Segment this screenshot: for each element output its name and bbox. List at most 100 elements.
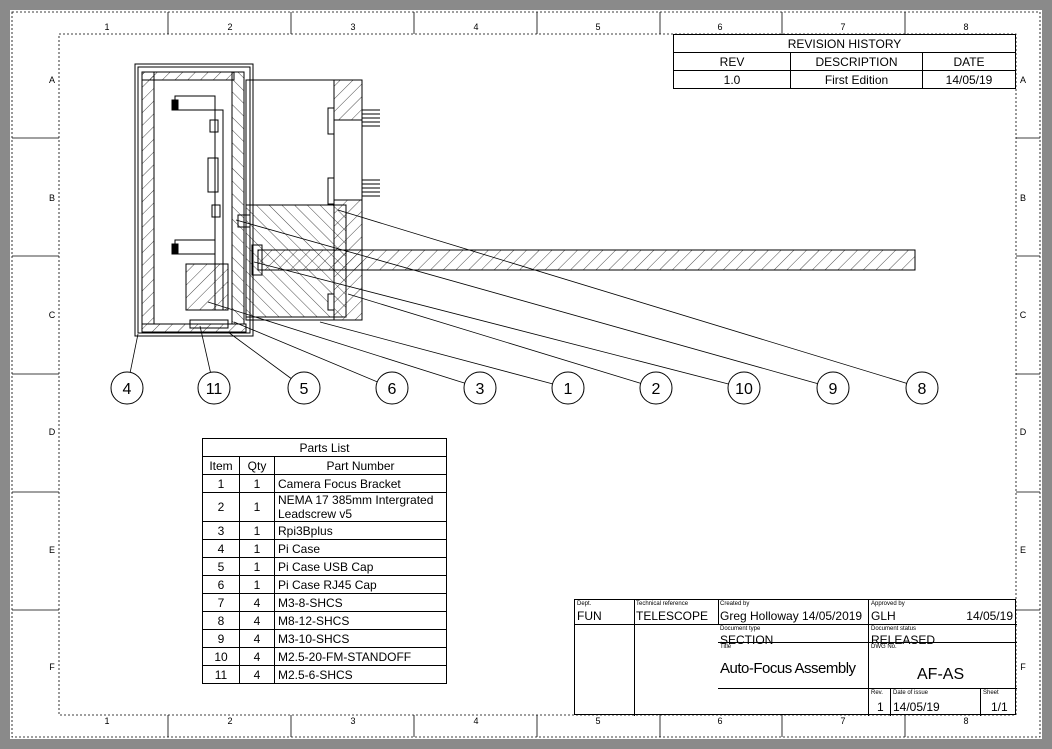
zone-column-label: 8 bbox=[963, 22, 968, 32]
qty-cell: 1 bbox=[239, 474, 275, 493]
balloon: 4 bbox=[110, 371, 144, 405]
zone-column-label: 6 bbox=[717, 22, 722, 32]
balloon-circle bbox=[905, 371, 939, 405]
approved-date: 14/05/19 bbox=[966, 609, 1013, 623]
usb-cap bbox=[185, 263, 229, 311]
balloon: 5 bbox=[287, 371, 321, 405]
balloon-circle bbox=[463, 371, 497, 405]
part-number-cell: Pi Case RJ45 Cap bbox=[274, 575, 447, 594]
thread-2 bbox=[362, 179, 380, 197]
item-cell: 7 bbox=[202, 593, 240, 612]
dwg-label: DWG No. bbox=[871, 644, 897, 650]
balloon-number: 5 bbox=[300, 381, 309, 398]
balloon: 9 bbox=[816, 371, 850, 405]
zone-column-label: 6 bbox=[717, 716, 722, 726]
created-value: Greg Holloway 14/05/2019 bbox=[720, 609, 863, 623]
rev-value: 1 bbox=[877, 700, 884, 714]
zone-row-label: A bbox=[49, 75, 55, 85]
zone-row-label: B bbox=[49, 193, 55, 203]
created-label: Created by bbox=[720, 601, 750, 607]
bracket-nut-2 bbox=[327, 177, 335, 205]
rev-cell: 1.0 bbox=[673, 70, 791, 89]
qty-cell: 4 bbox=[239, 611, 275, 630]
part-number-cell: M2.5-6-SHCS bbox=[274, 665, 447, 684]
drawing-title: Auto-Focus Assembly bbox=[720, 660, 856, 677]
description-header: DESCRIPTION bbox=[790, 52, 923, 71]
screw-head-bottom bbox=[171, 243, 179, 255]
revision-row: 1.0 First Edition 14/05/19 bbox=[673, 70, 1016, 89]
docstatus-value: RELEASED bbox=[871, 633, 936, 647]
item-header: Item bbox=[202, 456, 240, 475]
zone-column-label: 8 bbox=[963, 716, 968, 726]
pi-component-1 bbox=[209, 119, 219, 133]
item-cell: 11 bbox=[202, 665, 240, 684]
qty-cell: 4 bbox=[239, 629, 275, 648]
zone-column-label: 2 bbox=[227, 716, 232, 726]
zone-column-label: 5 bbox=[595, 716, 600, 726]
approved-value: GLH bbox=[871, 609, 896, 623]
pi-case-wall-left bbox=[141, 71, 155, 325]
zone-ticks bbox=[12, 12, 1040, 737]
zone-row-label: E bbox=[49, 545, 55, 555]
thread-1 bbox=[362, 109, 380, 127]
balloon: 1 bbox=[551, 371, 585, 405]
issue-label: Date of issue bbox=[893, 690, 929, 696]
balloon-circle bbox=[639, 371, 673, 405]
inner-border bbox=[58, 33, 1017, 716]
part-number-cell: NEMA 17 385mm Intergrated Leadscrew v5 bbox=[274, 492, 447, 522]
outer-border bbox=[11, 11, 1041, 738]
docstatus-label: Document status bbox=[871, 626, 917, 632]
item-cell: 5 bbox=[202, 557, 240, 576]
part-number-cell: Pi Case USB Cap bbox=[274, 557, 447, 576]
date-cell: 14/05/19 bbox=[922, 70, 1016, 89]
qty-cell: 1 bbox=[239, 492, 275, 522]
shaft-coupling bbox=[251, 244, 263, 276]
leader-line bbox=[337, 209, 907, 384]
zone-column-label: 7 bbox=[840, 22, 845, 32]
qty-cell: 1 bbox=[239, 575, 275, 594]
balloon-circle bbox=[551, 371, 585, 405]
sheet-value: 1/1 bbox=[991, 700, 1008, 714]
leader-line bbox=[253, 261, 729, 385]
zone-column-label: 4 bbox=[473, 716, 478, 726]
balloon: 3 bbox=[463, 371, 497, 405]
part-number-cell: M3-10-SHCS bbox=[274, 629, 447, 648]
revision-history-title: REVISION HISTORY bbox=[673, 34, 1016, 53]
balloon: 10 bbox=[727, 371, 761, 405]
rev-label: Rev. bbox=[871, 690, 883, 696]
item-cell: 6 bbox=[202, 575, 240, 594]
zone-row-label: D bbox=[1020, 427, 1027, 437]
zone-row-label: F bbox=[49, 662, 55, 672]
part-number-cell: Rpi3Bplus bbox=[274, 521, 447, 540]
zone-column-label: 4 bbox=[473, 22, 478, 32]
balloon-number: 1 bbox=[564, 381, 573, 398]
pi-case-inner-wall bbox=[137, 66, 251, 334]
dwg-number: AF-AS bbox=[917, 666, 965, 683]
qty-cell: 1 bbox=[239, 539, 275, 558]
leader-line bbox=[207, 301, 465, 384]
doctype-label: Document type bbox=[720, 626, 761, 632]
zone-column-label: 2 bbox=[227, 22, 232, 32]
zone-row-label: F bbox=[1020, 662, 1026, 672]
balloon-circle bbox=[197, 371, 231, 405]
bracket-slot bbox=[333, 119, 363, 201]
dept-value: FUN bbox=[577, 609, 602, 623]
zone-column-label: 3 bbox=[350, 716, 355, 726]
qty-cell: 4 bbox=[239, 593, 275, 612]
zone-column-label: 3 bbox=[350, 22, 355, 32]
leadscrew bbox=[257, 249, 916, 271]
balloon-number: 10 bbox=[735, 381, 753, 398]
item-cell: 8 bbox=[202, 611, 240, 630]
balloon: 8 bbox=[905, 371, 939, 405]
balloon-circle bbox=[375, 371, 409, 405]
screw-head-top bbox=[171, 99, 179, 111]
